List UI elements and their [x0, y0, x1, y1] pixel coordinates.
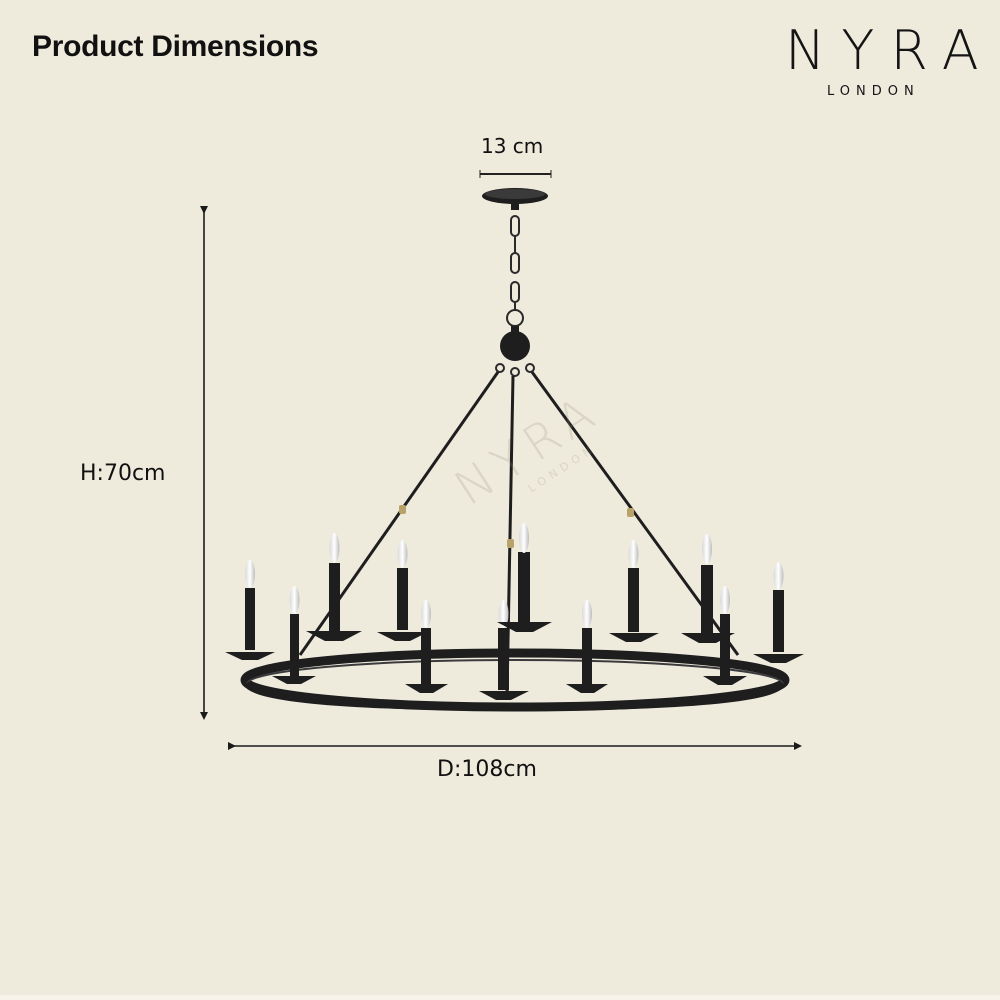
chandelier-icon [225, 188, 804, 712]
canopy-width-label: 13 cm [481, 134, 544, 158]
height-label: H:70cm [80, 461, 166, 486]
brand-subtitle: LONDON [827, 84, 920, 99]
diameter-label: D:108cm [437, 757, 537, 782]
canopy-width-line [479, 170, 552, 178]
page-title: Product Dimensions [32, 30, 319, 63]
brand-logo: NYRA LONDON [775, 19, 995, 100]
bottom-strip [0, 995, 1000, 1000]
brand-name: NYRA [785, 19, 995, 82]
